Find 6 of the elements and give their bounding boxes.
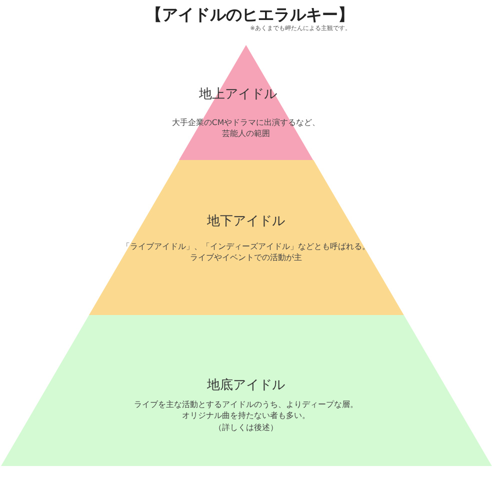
- pyramid-tier: [0, 315, 492, 466]
- tier-heading: 地上アイドル: [199, 87, 277, 103]
- pyramid-tier: [88, 160, 404, 315]
- diagram-title: 【アイドルのヒエラルキー】: [146, 5, 354, 24]
- tier-heading: 地底アイドル: [206, 378, 285, 394]
- tier-heading: 地下アイドル: [206, 214, 285, 230]
